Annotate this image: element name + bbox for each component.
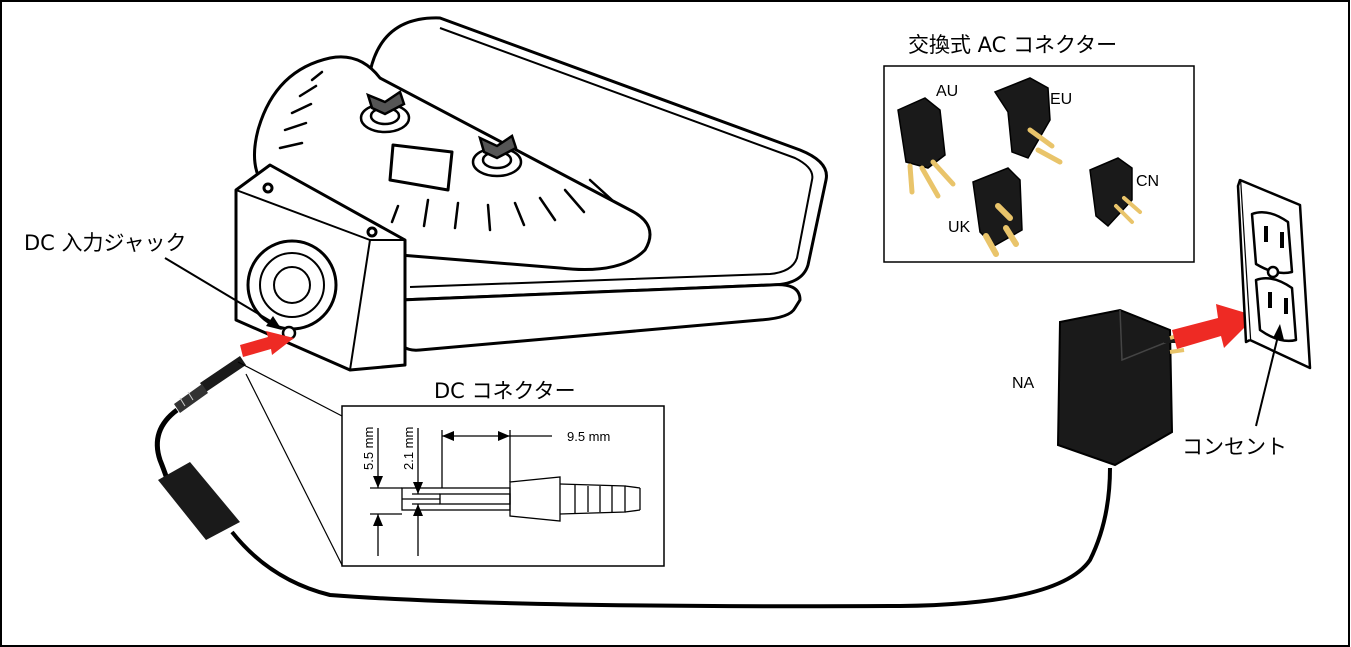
outlet-label: コンセント [1182, 435, 1287, 459]
plug-eu-label: EU [1050, 91, 1072, 108]
dimension-inner-diameter: 2.1 mm [401, 427, 416, 470]
ferrite-core [158, 462, 240, 540]
insert-arrow-dc [240, 331, 294, 357]
plug-cn-icon [1089, 157, 1142, 228]
fan-ring [259, 252, 325, 318]
dc-connector-callout-lines [237, 361, 343, 566]
dc-input-jack-label: DC 入力ジャック [24, 231, 186, 255]
dimension-outer-diameter: 5.5 mm [361, 427, 376, 470]
fan-hub [273, 266, 311, 304]
screw-icon [366, 226, 378, 238]
dc-jack-pointer [164, 257, 282, 330]
instrument-device [234, 16, 828, 372]
plug-au-label: AU [936, 83, 958, 100]
display-window [388, 143, 454, 192]
housing-corner-line [349, 239, 371, 371]
dc-connector-title: DC コネクター [434, 379, 576, 403]
knob-right [471, 134, 523, 178]
dimension-length: 9.5 mm [567, 429, 610, 444]
wall-outlet [1236, 178, 1312, 370]
plug-uk-label: UK [948, 219, 971, 236]
plug-cn-label: CN [1136, 173, 1159, 190]
ac-connectors-title: 交換式 AC コネクター [908, 33, 1117, 57]
adapter-cable [230, 467, 1112, 609]
insert-arrow-outlet [1172, 304, 1256, 349]
plug-uk-icon [972, 167, 1023, 257]
screw-icon [262, 182, 274, 194]
dc-connector-drawing [370, 428, 641, 556]
dc-plug [174, 356, 246, 413]
tray-inner-rim [409, 27, 814, 288]
outlet-slots [1264, 226, 1288, 314]
outlet-pointer [1255, 324, 1284, 427]
plug-eu-icon [993, 77, 1063, 165]
dome-vents [278, 70, 614, 232]
adapter-na-label: NA [1012, 375, 1035, 392]
plug-au-icon [897, 97, 956, 199]
ac-adapter-na [1056, 308, 1185, 467]
dimension-arrows [373, 431, 510, 526]
knob-left [359, 90, 411, 134]
